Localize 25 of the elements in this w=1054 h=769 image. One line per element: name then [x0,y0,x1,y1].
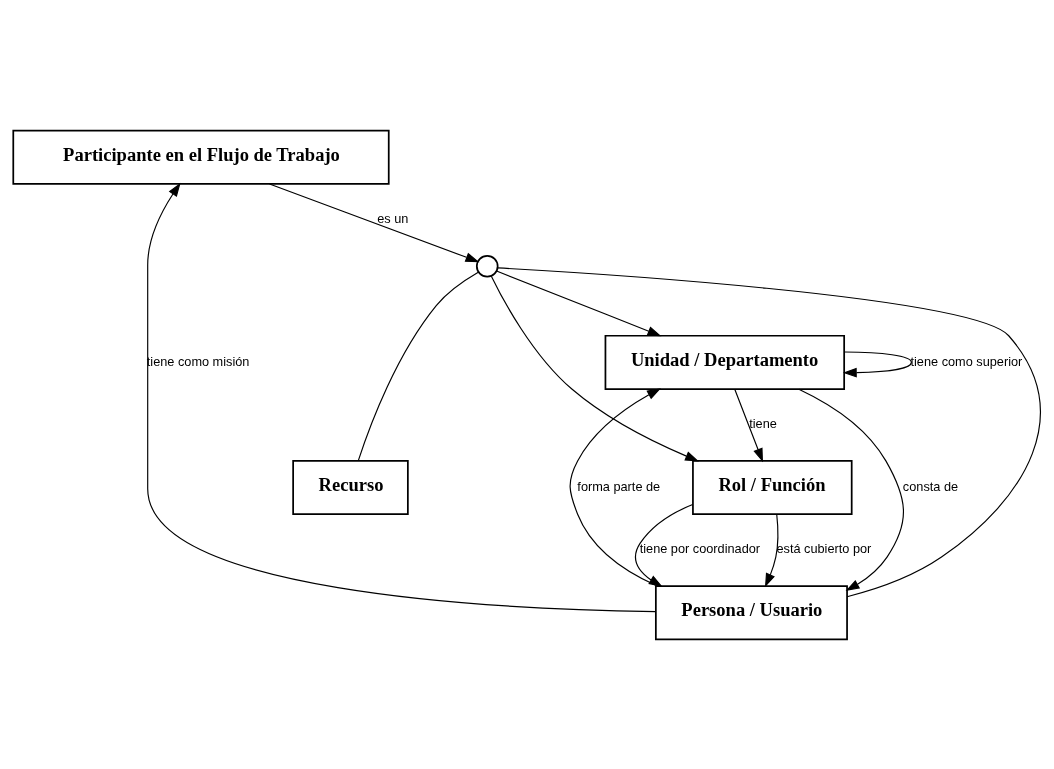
connector [497,266,1041,597]
node-box: Recurso [292,459,409,515]
arrow [490,275,700,461]
node-box: Unidad / Departamento [604,334,846,390]
arrow [496,270,662,336]
arrow [147,182,657,612]
arrow [634,503,694,587]
arrow [842,350,912,377]
node-box: Participante en el Flujo de Trabajo [12,129,390,185]
edge-label: tiene como superior [910,353,1023,369]
node-circle [475,254,499,277]
arrow [734,388,763,462]
arrow [798,388,904,591]
edge-label: forma parte de [577,478,661,494]
edge-label: tiene [749,415,777,431]
node-box: Persona / Usuario [655,584,848,640]
node-box: Rol / Función [692,459,853,515]
edge-label: consta de [902,478,959,494]
connector [357,271,479,461]
arrow [269,182,480,262]
arrow [764,513,779,587]
edge-label: está cubierto por [776,540,872,556]
edge-label: tiene por coordinador [639,540,761,556]
edge-label: es un [377,210,409,226]
arrow [569,387,661,587]
